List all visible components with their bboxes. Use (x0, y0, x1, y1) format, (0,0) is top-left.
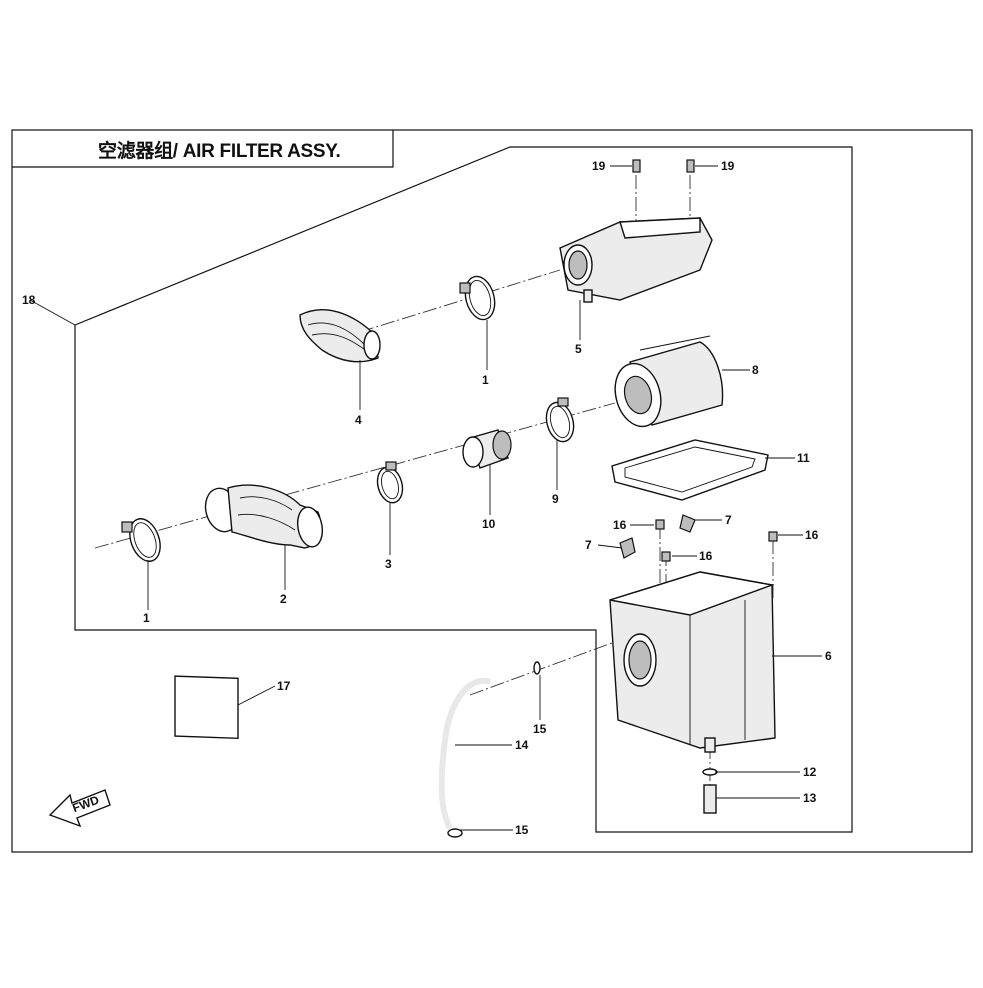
airbox-base-6 (609, 571, 776, 753)
clamp-3 (376, 461, 404, 504)
callout-16c: 16 (805, 528, 819, 542)
fwd-arrow-icon (48, 789, 111, 828)
callout-2: 2 (280, 592, 287, 606)
callout-19a: 19 (592, 159, 606, 173)
grommet-16b (661, 551, 671, 562)
callout-9: 9 (552, 492, 559, 506)
title-box-border (12, 130, 394, 168)
callout-5: 5 (575, 342, 582, 356)
callout-15b: 15 (515, 823, 529, 837)
callout-14: 14 (515, 738, 529, 752)
callout-17: 17 (277, 679, 291, 693)
intake-duct-2 (204, 484, 324, 549)
grommet-16a (655, 519, 665, 530)
clamp-1a (121, 518, 161, 562)
fitting-7b (619, 537, 636, 559)
bolt-19b (686, 159, 695, 173)
callout-12: 12 (803, 765, 817, 779)
callout-7a: 7 (725, 513, 732, 527)
drain-hose-14 (438, 677, 491, 830)
fitting-7a (679, 514, 696, 533)
callout-15a: 15 (533, 722, 547, 736)
callout-16a: 16 (613, 518, 627, 532)
callout-1a: 1 (143, 611, 150, 625)
callout-8: 8 (752, 363, 759, 377)
axis-line-upper (359, 269, 561, 333)
axis-line-lower (94, 402, 616, 549)
callout-11: 11 (797, 451, 810, 465)
callout-10: 10 (482, 517, 496, 531)
gasket-11 (611, 439, 769, 501)
axis-line-drain (469, 639, 621, 696)
clip-12 (702, 768, 718, 776)
diagram-title: 空滤器组/ AIR FILTER ASSY. (98, 141, 341, 162)
assembly-boundary (74, 146, 853, 833)
callout-16b: 16 (699, 549, 713, 563)
grommet-16c (768, 531, 778, 542)
drain-plug-13 (703, 784, 717, 814)
filter-element-8 (614, 335, 724, 428)
coupler-10 (462, 429, 512, 469)
callout-19b: 19 (721, 159, 735, 173)
outer-frame (11, 129, 973, 853)
callout-13: 13 (803, 791, 817, 805)
callout-4: 4 (355, 413, 362, 427)
callout-18: 18 (22, 293, 36, 307)
bolt-19a (632, 159, 641, 173)
hose-clamp-15a (533, 661, 541, 675)
callout-3: 3 (385, 557, 392, 571)
hose-clamp-15b (447, 828, 463, 838)
clamp-1b (459, 275, 496, 321)
callout-7b: 7 (585, 538, 592, 552)
airbox-cover-5 (559, 217, 713, 303)
label-sheet-17 (174, 675, 239, 740)
callout-1b: 1 (482, 373, 489, 387)
callout-6: 6 (825, 649, 832, 663)
snorkel-4 (299, 309, 381, 363)
clamp-9 (545, 397, 575, 443)
